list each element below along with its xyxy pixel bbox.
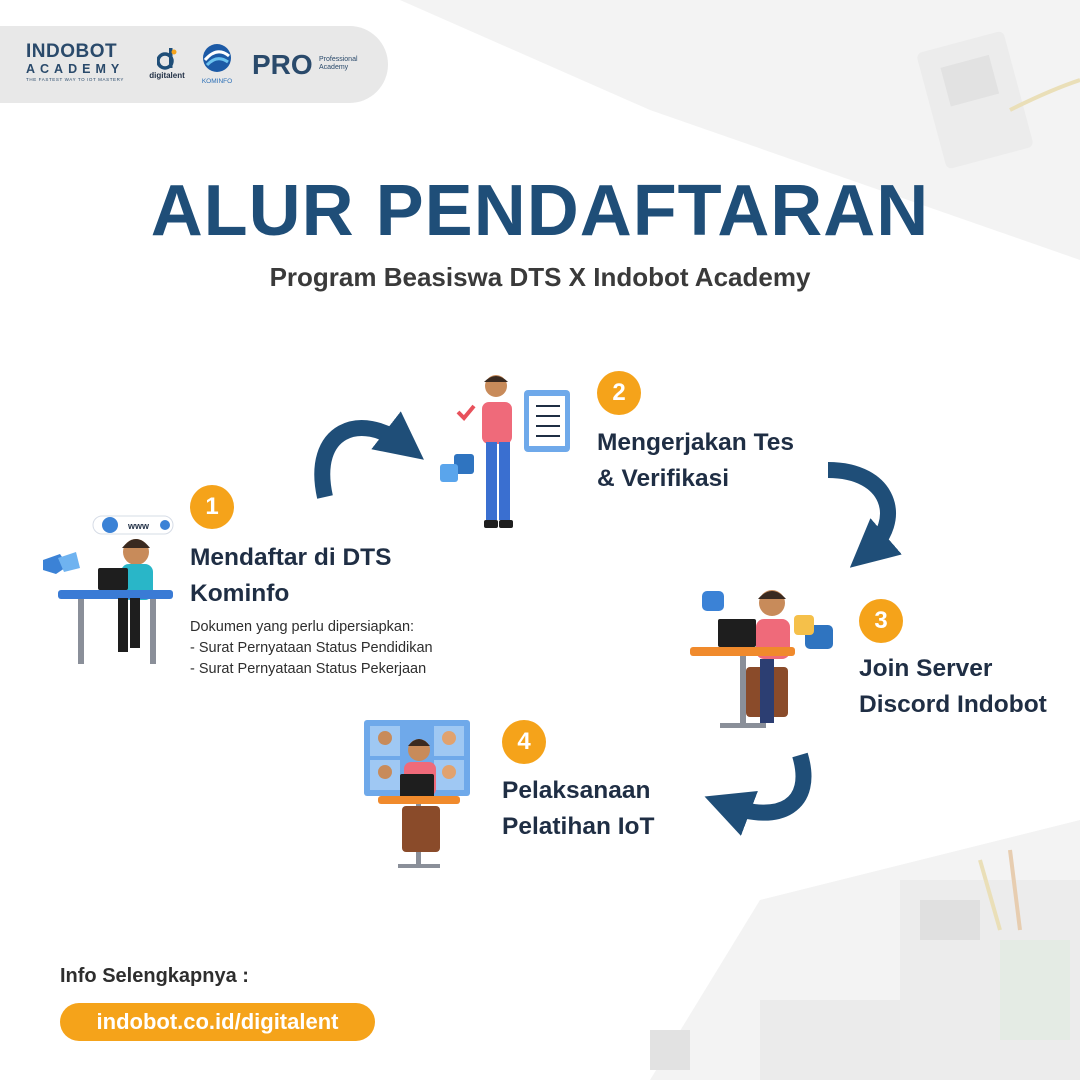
search-icon	[160, 520, 170, 530]
illustration-iot-training	[364, 720, 470, 868]
digitalent-logo-text: digitalent	[149, 71, 185, 80]
indobot-logo-line1: INDOBOT	[26, 41, 118, 62]
step-4-title-line2: Pelatihan IoT	[502, 813, 655, 840]
page-subtitle: Program Beasiswa DTS X Indobot Academy	[269, 262, 811, 292]
indobot-academy-logo: INDOBOT ACADEMY THE FASTEST WAY TO IOT M…	[26, 42, 138, 83]
step-2-title: Mengerjakan Tes & Verifikasi	[597, 425, 794, 497]
footer-link-button[interactable]: indobot.co.id/digitalent	[60, 1003, 375, 1041]
step-1-title-line2: Kominfo	[190, 580, 290, 607]
digitalent-logo: digitalent	[144, 46, 190, 80]
illustration-register-desk: www	[43, 515, 174, 664]
documents-item: - Surat Pernyataan Status Pendidikan	[190, 640, 433, 656]
indobot-logo-tagline: THE FASTEST WAY TO IOT MASTERY	[26, 77, 125, 82]
step-4-title-line1: Pelaksanaan	[502, 777, 651, 804]
page-title: ALUR PENDAFTARAN	[150, 171, 930, 251]
indobot-logo-line2: ACADEMY	[26, 62, 125, 76]
pro-logo-sub2: Academy	[319, 64, 349, 71]
step-2-badge: 2	[597, 371, 641, 415]
step-4-badge: 4	[502, 720, 546, 764]
pro-logo-sub1: Professional	[319, 56, 358, 63]
arrow-curve-icon	[704, 752, 812, 836]
arrow-curve-icon	[827, 462, 902, 568]
step-3-title: Join Server Discord Indobot	[859, 651, 1047, 723]
logo-bar: INDOBOT ACADEMY THE FASTEST WAY TO IOT M…	[0, 26, 388, 103]
kominfo-logo: KOMINFO	[198, 42, 236, 85]
www-label: www	[127, 521, 150, 531]
step-4-title: Pelaksanaan Pelatihan IoT	[502, 773, 654, 845]
arrow-curve-icon	[314, 411, 424, 499]
illustration-test-checklist	[440, 375, 570, 528]
pro-logo-text: PRO	[252, 49, 313, 80]
kominfo-emblem-icon	[203, 44, 231, 72]
discord-icon	[702, 591, 724, 611]
step-3-badge: 3	[859, 599, 903, 643]
digitalent-mark-icon	[157, 48, 177, 70]
documents-item: - Surat Pernyataan Status Pekerjaan	[190, 661, 427, 677]
globe-icon	[102, 517, 118, 533]
step-2-title-line1: Mengerjakan Tes	[597, 429, 794, 456]
illustration-discord-join	[690, 590, 833, 728]
step-1-title-line1: Mendaftar di DTS	[190, 544, 392, 571]
step-1-title: Mendaftar di DTS Kominfo	[190, 540, 391, 612]
step-1-badge: 1	[190, 485, 234, 529]
step-3-title-line1: Join Server	[859, 655, 993, 682]
documents-list: Dokumen yang perlu dipersiapkan: - Surat…	[190, 617, 433, 680]
footer-info-label: Info Selengkapnya :	[60, 965, 249, 987]
kominfo-logo-text: KOMINFO	[201, 78, 233, 85]
step-2-title-line2: & Verifikasi	[597, 465, 730, 492]
step-3-title-line2: Discord Indobot	[859, 691, 1047, 718]
documents-heading: Dokumen yang perlu dipersiapkan:	[190, 619, 415, 635]
